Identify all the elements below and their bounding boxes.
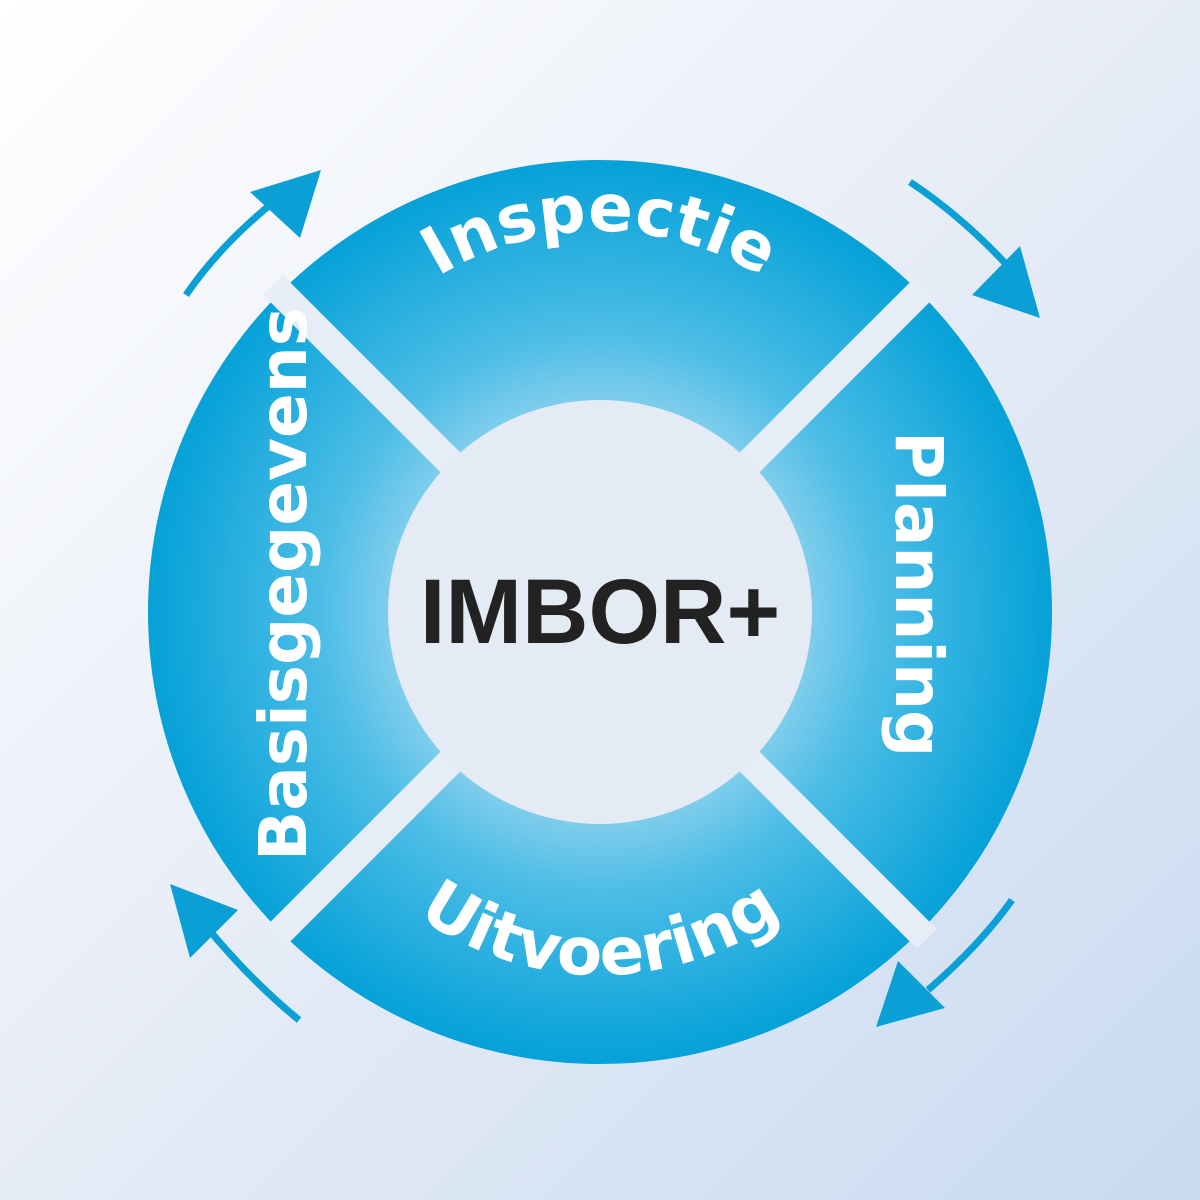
segment-label-left: Basisgegevens: [245, 307, 322, 861]
segment-label-right: Planning: [880, 431, 957, 757]
arrow-up-right-icon: [183, 170, 321, 297]
arrow-down-right-icon: [908, 179, 1040, 318]
center-hub: [388, 400, 812, 824]
center-label: IMBOR+: [420, 561, 780, 663]
arrow-up-left-icon: [170, 884, 302, 1023]
flow-arrows: [170, 170, 1040, 1027]
arrow-down-left-icon: [876, 897, 1015, 1027]
